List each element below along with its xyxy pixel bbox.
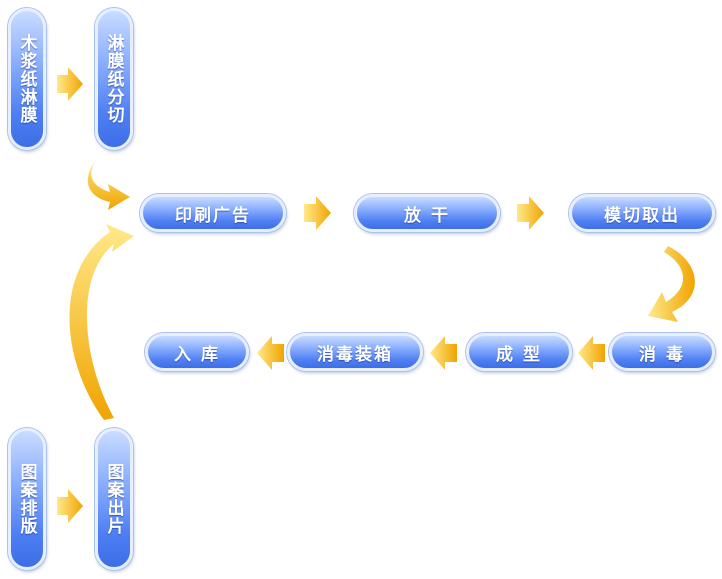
arrow-right-print-to-dry [304,196,331,230]
curve-arrow-bottom-to-print [69,224,134,420]
step-wood-pulp-laminate: 木浆纸淋膜 [8,8,46,150]
step-die-cut: 模切取出 [569,194,715,232]
curve-arrow-diecut-to-disinfect [648,246,695,322]
step-dry: 放 干 [354,194,500,232]
step-layout: 图案排版 [8,428,46,570]
step-film-output: 图案出片 [95,428,133,570]
step-disinfect-pack: 消毒装箱 [287,333,423,371]
step-storage: 入 库 [145,333,249,371]
step-forming: 成 型 [466,333,572,371]
step-laminated-slit: 淋膜纸分切 [95,8,133,150]
arrow-left-pack-to-storage [257,336,284,370]
arrow-left-disinfect-to-forming [578,336,605,370]
step-print-ad: 印刷广告 [140,194,286,232]
curve-arrow-top-to-print [87,158,130,210]
arrow-right-top-left [57,67,83,101]
arrow-right-bottom-left [57,489,83,523]
arrow-right-dry-to-diecut [517,196,544,230]
arrow-left-forming-to-pack [430,336,457,370]
step-disinfect: 消 毒 [609,333,715,371]
